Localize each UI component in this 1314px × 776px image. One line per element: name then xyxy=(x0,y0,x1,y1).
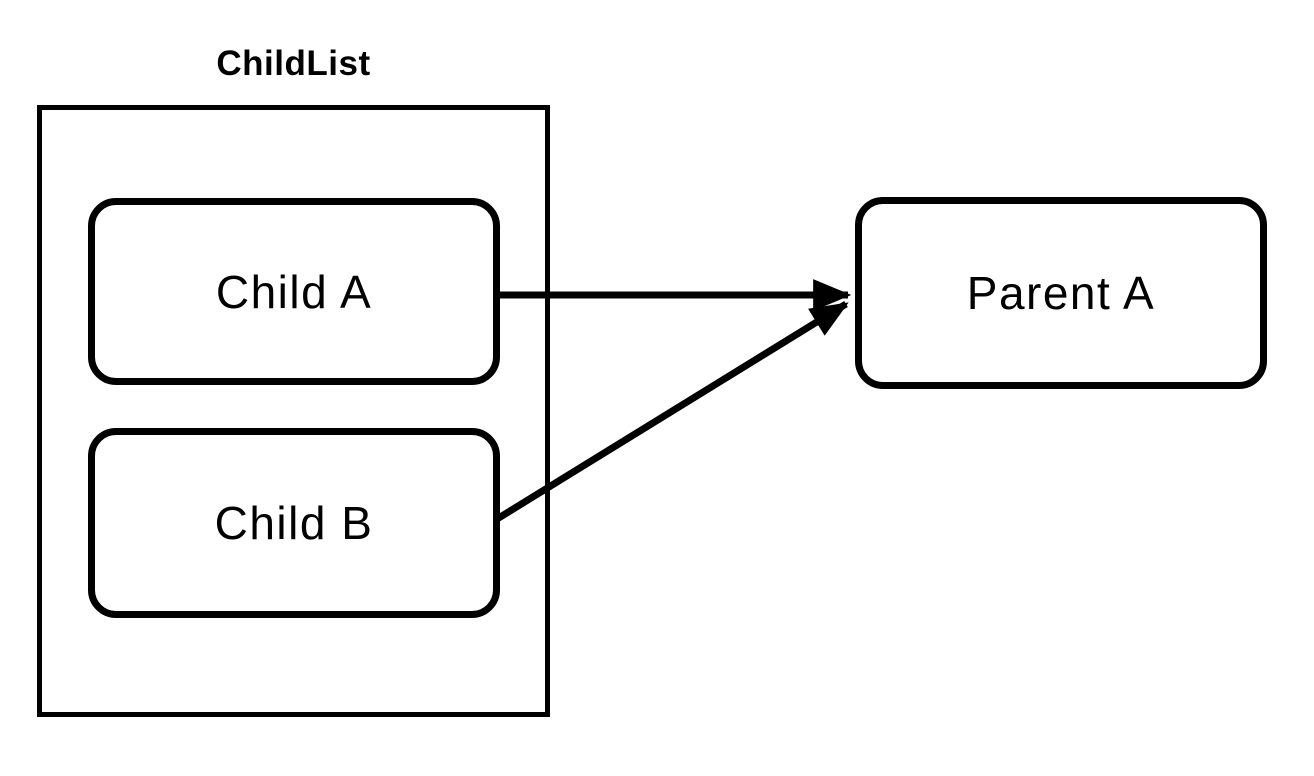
node-child-b-label: Child B xyxy=(214,497,374,549)
group-label-childlist: ChildList xyxy=(216,44,371,83)
node-child-a-label: Child A xyxy=(215,265,373,318)
node-parent-a-label: Parent A xyxy=(966,267,1156,319)
node-child-b: Child B xyxy=(88,428,500,618)
node-child-a: Child A xyxy=(88,198,500,385)
node-parent-a: Parent A xyxy=(855,197,1267,389)
group-box-childlist xyxy=(37,105,550,717)
